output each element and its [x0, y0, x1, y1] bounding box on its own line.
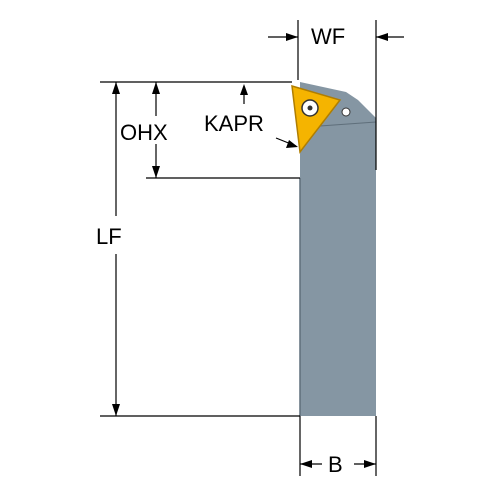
- wf-arrow-right-icon: [376, 33, 388, 41]
- ohx-arrow-bottom-icon: [152, 166, 160, 178]
- wf-arrow-left-icon: [286, 33, 298, 41]
- ohx-label: OHX: [120, 120, 168, 145]
- tool-shank: [300, 178, 376, 416]
- b-label: B: [328, 452, 343, 477]
- clamp-pin-icon: [341, 107, 351, 117]
- b-arrow-right-icon: [364, 460, 376, 468]
- kapr-arrow-bottom-icon: [286, 140, 298, 148]
- wf-label: WF: [311, 24, 345, 49]
- ohx-arrow-top-icon: [152, 82, 160, 94]
- lf-arrow-top-icon: [112, 82, 120, 94]
- b-arrow-left-icon: [300, 460, 312, 468]
- insert-screw-center: [307, 105, 313, 111]
- lf-arrow-bottom-icon: [112, 404, 120, 416]
- lf-label: LF: [96, 224, 122, 249]
- kapr-arrow-top-icon: [240, 84, 248, 95]
- kapr-label: KAPR: [204, 111, 264, 136]
